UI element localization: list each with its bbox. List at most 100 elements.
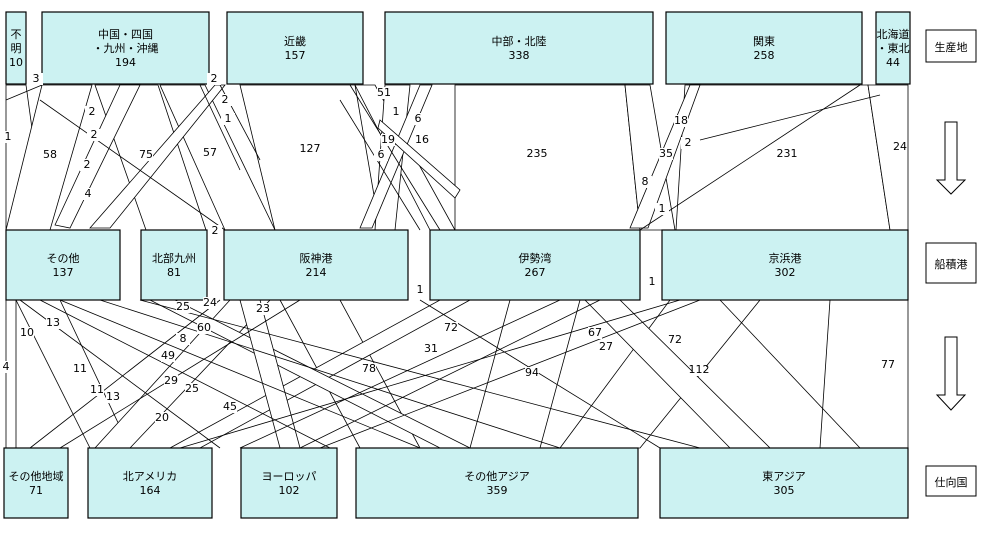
down-arrow-icon xyxy=(935,121,967,195)
flow-label: 18 xyxy=(674,114,688,127)
flow-label-bg xyxy=(659,148,673,160)
production-nodes: 不明10中国・四国・九州・沖縄194近畿157中部・北陸338関東258北海道・… xyxy=(5,11,911,85)
flow-label-bg xyxy=(645,276,659,288)
flow-label: 8 xyxy=(642,175,649,188)
flow-label: 24 xyxy=(203,296,217,309)
stage-label-top: 生産地 xyxy=(935,40,968,54)
flow-label: 45 xyxy=(223,400,237,413)
destination-node-value: 359 xyxy=(487,484,508,497)
destination-node-name: 東アジア xyxy=(762,470,806,483)
flow-label: 8 xyxy=(180,332,187,345)
flow-label-bg xyxy=(655,203,669,215)
flow-m5-b5 xyxy=(819,299,909,449)
flow-label: 25 xyxy=(176,300,190,313)
flow-line-8 xyxy=(339,99,421,231)
destination-node-box xyxy=(355,447,639,519)
flow-label-bg xyxy=(208,225,222,237)
flow-label: 16 xyxy=(415,133,429,146)
flow-line-b4 xyxy=(99,299,561,449)
flow-label: 49 xyxy=(161,349,175,362)
production-node-box xyxy=(41,11,210,85)
stage-box-top xyxy=(925,29,977,63)
flow-line-7 xyxy=(349,84,441,231)
destination-node-name: 北アメリカ xyxy=(123,470,177,483)
flow-label: 1 xyxy=(659,202,666,215)
flow-label: 127 xyxy=(300,142,321,155)
flow-label-bg xyxy=(1,131,15,143)
flow-label-bg xyxy=(87,129,101,141)
destination-node-box xyxy=(659,447,909,519)
port-node-name: その他 xyxy=(47,252,80,265)
flow-label-bg xyxy=(525,367,539,379)
flow-line-b5 xyxy=(139,299,701,449)
flow-label-bg xyxy=(29,73,43,85)
flow-label-bg xyxy=(223,401,237,413)
flow-label: 2 xyxy=(222,93,229,106)
destination-node-name: その他地域 xyxy=(9,470,64,483)
flow-label: 2 xyxy=(212,224,219,237)
destination-node-value: 71 xyxy=(29,484,43,497)
flow-line-b13 xyxy=(719,299,861,449)
flow-label: 24 xyxy=(893,140,907,153)
flow-label: 72 xyxy=(444,321,458,334)
port-node-value: 302 xyxy=(775,266,796,279)
flow-line-1 xyxy=(5,84,43,101)
flow-label-bg xyxy=(893,141,907,153)
flow-label: 112 xyxy=(689,363,710,376)
flow-label-bg xyxy=(139,149,153,161)
flow-label-bg xyxy=(424,343,438,355)
flow-m3-b2 xyxy=(94,299,271,449)
flow-label: 75 xyxy=(139,148,153,161)
flow-label: 10 xyxy=(20,326,34,339)
destination-node-box xyxy=(240,447,338,519)
flow-label-bg xyxy=(85,106,99,118)
flow-label: 31 xyxy=(424,342,438,355)
flow-label: 6 xyxy=(378,148,385,161)
flow-label-bg xyxy=(203,297,217,309)
flow-label-bg xyxy=(155,412,169,424)
production-node-box xyxy=(226,11,364,85)
flow-label: 1 xyxy=(225,112,232,125)
flow-label: 67 xyxy=(588,326,602,339)
flows-port-to-destination xyxy=(5,299,909,449)
flow-label-bg xyxy=(411,113,425,125)
flow-label-bg xyxy=(0,361,13,373)
port-node-box xyxy=(661,229,909,301)
flow-line-6 xyxy=(699,94,881,141)
production-node-value: 338 xyxy=(509,49,530,62)
flow-label-bg xyxy=(197,322,211,334)
flow-label: 57 xyxy=(203,146,217,159)
production-node-name: 中部・北陸 xyxy=(492,34,547,48)
flow-label-bg xyxy=(415,134,429,146)
flow-label-bg xyxy=(681,137,695,149)
flow-label: 27 xyxy=(599,340,613,353)
production-node-name: 明 xyxy=(11,42,22,55)
flow-label: 60 xyxy=(197,321,211,334)
flow-line-b11 xyxy=(239,299,561,449)
flow-label: 25 xyxy=(185,382,199,395)
port-node-box xyxy=(140,229,208,301)
flow-label: 1 xyxy=(649,275,656,288)
stage-label-middle: 船積港 xyxy=(935,257,968,271)
port-node-box xyxy=(223,229,409,301)
flow-m3-b3 xyxy=(239,299,301,449)
flow-label-bg xyxy=(218,94,232,106)
flow-label: 23 xyxy=(256,302,270,315)
flow-label-bg xyxy=(161,350,175,362)
flow-label-bg xyxy=(20,327,34,339)
flow-label: 2 xyxy=(211,72,218,85)
flow-label-bg xyxy=(881,359,895,371)
flow-label: 2 xyxy=(84,158,91,171)
flow-label: 20 xyxy=(155,411,169,424)
